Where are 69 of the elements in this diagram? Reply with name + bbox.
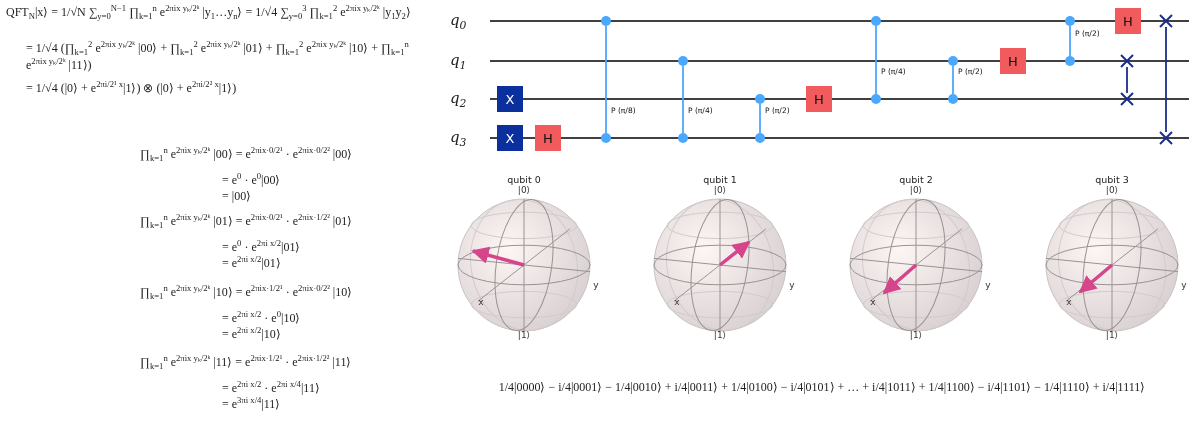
connector-line: [1069, 25, 1071, 57]
control-dot: [948, 56, 958, 66]
math-equation: ∏$_{k=1}$$^{n}$ e$^{2πix yₖ/2ᵏ}$ |11⟩ = e$^{2πix·1/2¹}$ · e$^{2πix·1/2²}$ |11⟩: [140, 354, 353, 371]
quantum-gate: X: [497, 125, 523, 151]
qubit-label: q$_{1}$: [450, 51, 467, 70]
math-equation: = e$^{3πi x/4}$|11⟩: [222, 396, 282, 413]
swap-cross: [1121, 55, 1133, 67]
qubit-label: q$_{3}$: [450, 128, 467, 147]
connector-line: [759, 103, 761, 134]
control-dot: [755, 133, 765, 143]
math-equation: = e$^{0}$ · e$^{0}$|00⟩: [222, 172, 282, 189]
math-equation: ∏$_{k=1}$$^{n}$ e$^{2πix yₖ/2ᵏ}$ |01⟩ = e$^{2πix·0/2¹}$ · e$^{2πix·1/2²}$ |01⟩: [140, 213, 354, 230]
axis-label: |1⟩: [1105, 330, 1119, 340]
math-equation: ∏$_{k=1}$$^{n}$ e$^{2πix yₖ/2ᵏ}$ |10⟩ = e$^{2πix·1/2¹}$ · e$^{2πix·0/2²}$ |10⟩: [140, 284, 354, 301]
state-equation: 1/4|0000⟩ − i/4|0001⟩ − 1/4|0010⟩ + i/4|0011⟩ + 1/4|0100⟩ − i/4|0101⟩ + … + i/4|1011⟩ + 1/4|1100⟩ − i/4|1101⟩ − 1/4|1110⟩ + i/4|1111⟩: [498, 378, 1146, 396]
quantum-gate: H: [1000, 48, 1026, 74]
connector-line: [1126, 66, 1128, 94]
math-equation: = e$^{2πi x/2}$ · e$^{0}$|10⟩: [222, 310, 302, 327]
control-dot: [601, 16, 611, 26]
control-dot: [678, 133, 688, 143]
axis-label: x: [870, 297, 876, 307]
axis-label: |0⟩: [713, 185, 727, 195]
control-dot: [1065, 56, 1075, 66]
axis-label: x: [674, 297, 680, 307]
math-equation: = 1/√4 (|0⟩ + e$^{2πi/2¹ x}$|1⟩) ⊗ (|0⟩ + e$^{2πi/2² x}$|1⟩): [26, 80, 238, 97]
axis-label: y: [985, 280, 991, 290]
axis-label: |0⟩: [1105, 185, 1119, 195]
control-dot: [678, 56, 688, 66]
sphere-title: qubit 2: [899, 173, 933, 185]
sphere-title: qubit 0: [507, 173, 541, 185]
control-dot: [755, 94, 765, 104]
quantum-gate: H: [806, 86, 832, 112]
math-equation: = e$^{0}$ · e$^{2πi x/2}$|01⟩: [222, 239, 302, 256]
control-dot: [871, 94, 881, 104]
quantum-gate: X: [497, 86, 523, 112]
qubit-label: q$_{0}$: [450, 11, 467, 30]
quantum-gate: H: [535, 125, 561, 151]
connector-line: [605, 25, 607, 134]
axis-label: |1⟩: [909, 330, 923, 340]
axis-label: |1⟩: [517, 330, 531, 340]
math-equation: = e$^{2πi x/2}$|10⟩: [222, 326, 282, 343]
qubit-label: q$_{2}$: [450, 89, 467, 108]
connector-line: [952, 65, 954, 95]
connector-line: [875, 25, 877, 95]
math-equation: QFT$_{N}$|x⟩ = 1/√N ∑$_{y=0}$$^{N−1}$ ∏$_{k=1}$$^{n}$ e$^{2πix yₖ/2ᵏ}$ |y$_{1}$…y$_{n}$⟩ = 1/√4 ∑$_{y=0}$$^{3}$ ∏$_{k=1}$$^{2}$ e$^{2πix yₖ/2ᵏ}$ |y$_{1}$y$_{2}$⟩: [6, 4, 412, 21]
math-equation: ∏$_{k=1}$$^{n}$ e$^{2πix yₖ/2ᵏ}$ |00⟩ = e$^{2πix·0/2¹}$ · e$^{2πix·0/2²}$ |00⟩: [140, 146, 354, 163]
math-equation: = e$^{2πi x/2}$|01⟩: [222, 255, 282, 272]
swap-cross: [1121, 93, 1133, 105]
control-dot: [1065, 16, 1075, 26]
connector-line: [1165, 26, 1167, 133]
axis-label: |0⟩: [909, 185, 923, 195]
control-dot: [948, 94, 958, 104]
connector-line: [682, 65, 684, 134]
control-dot: [871, 16, 881, 26]
control-dot: [601, 133, 611, 143]
axis-label: y: [789, 280, 795, 290]
axis-label: |1⟩: [713, 330, 727, 340]
axis-label: x: [1066, 297, 1072, 307]
axis-label: y: [593, 280, 599, 290]
axis-label: x: [478, 297, 484, 307]
sphere-title: qubit 3: [1095, 173, 1129, 185]
sphere-title: qubit 1: [703, 173, 737, 185]
quantum-gate: H: [1115, 8, 1141, 34]
swap-cross: [1160, 15, 1172, 27]
math-equation: = e$^{2πi x/2}$ · e$^{2πi x/4}$|11⟩: [222, 380, 321, 397]
math-equation: = |00⟩: [222, 188, 253, 205]
axis-label: |0⟩: [517, 185, 531, 195]
swap-cross: [1160, 132, 1172, 144]
axis-label: y: [1181, 280, 1187, 290]
